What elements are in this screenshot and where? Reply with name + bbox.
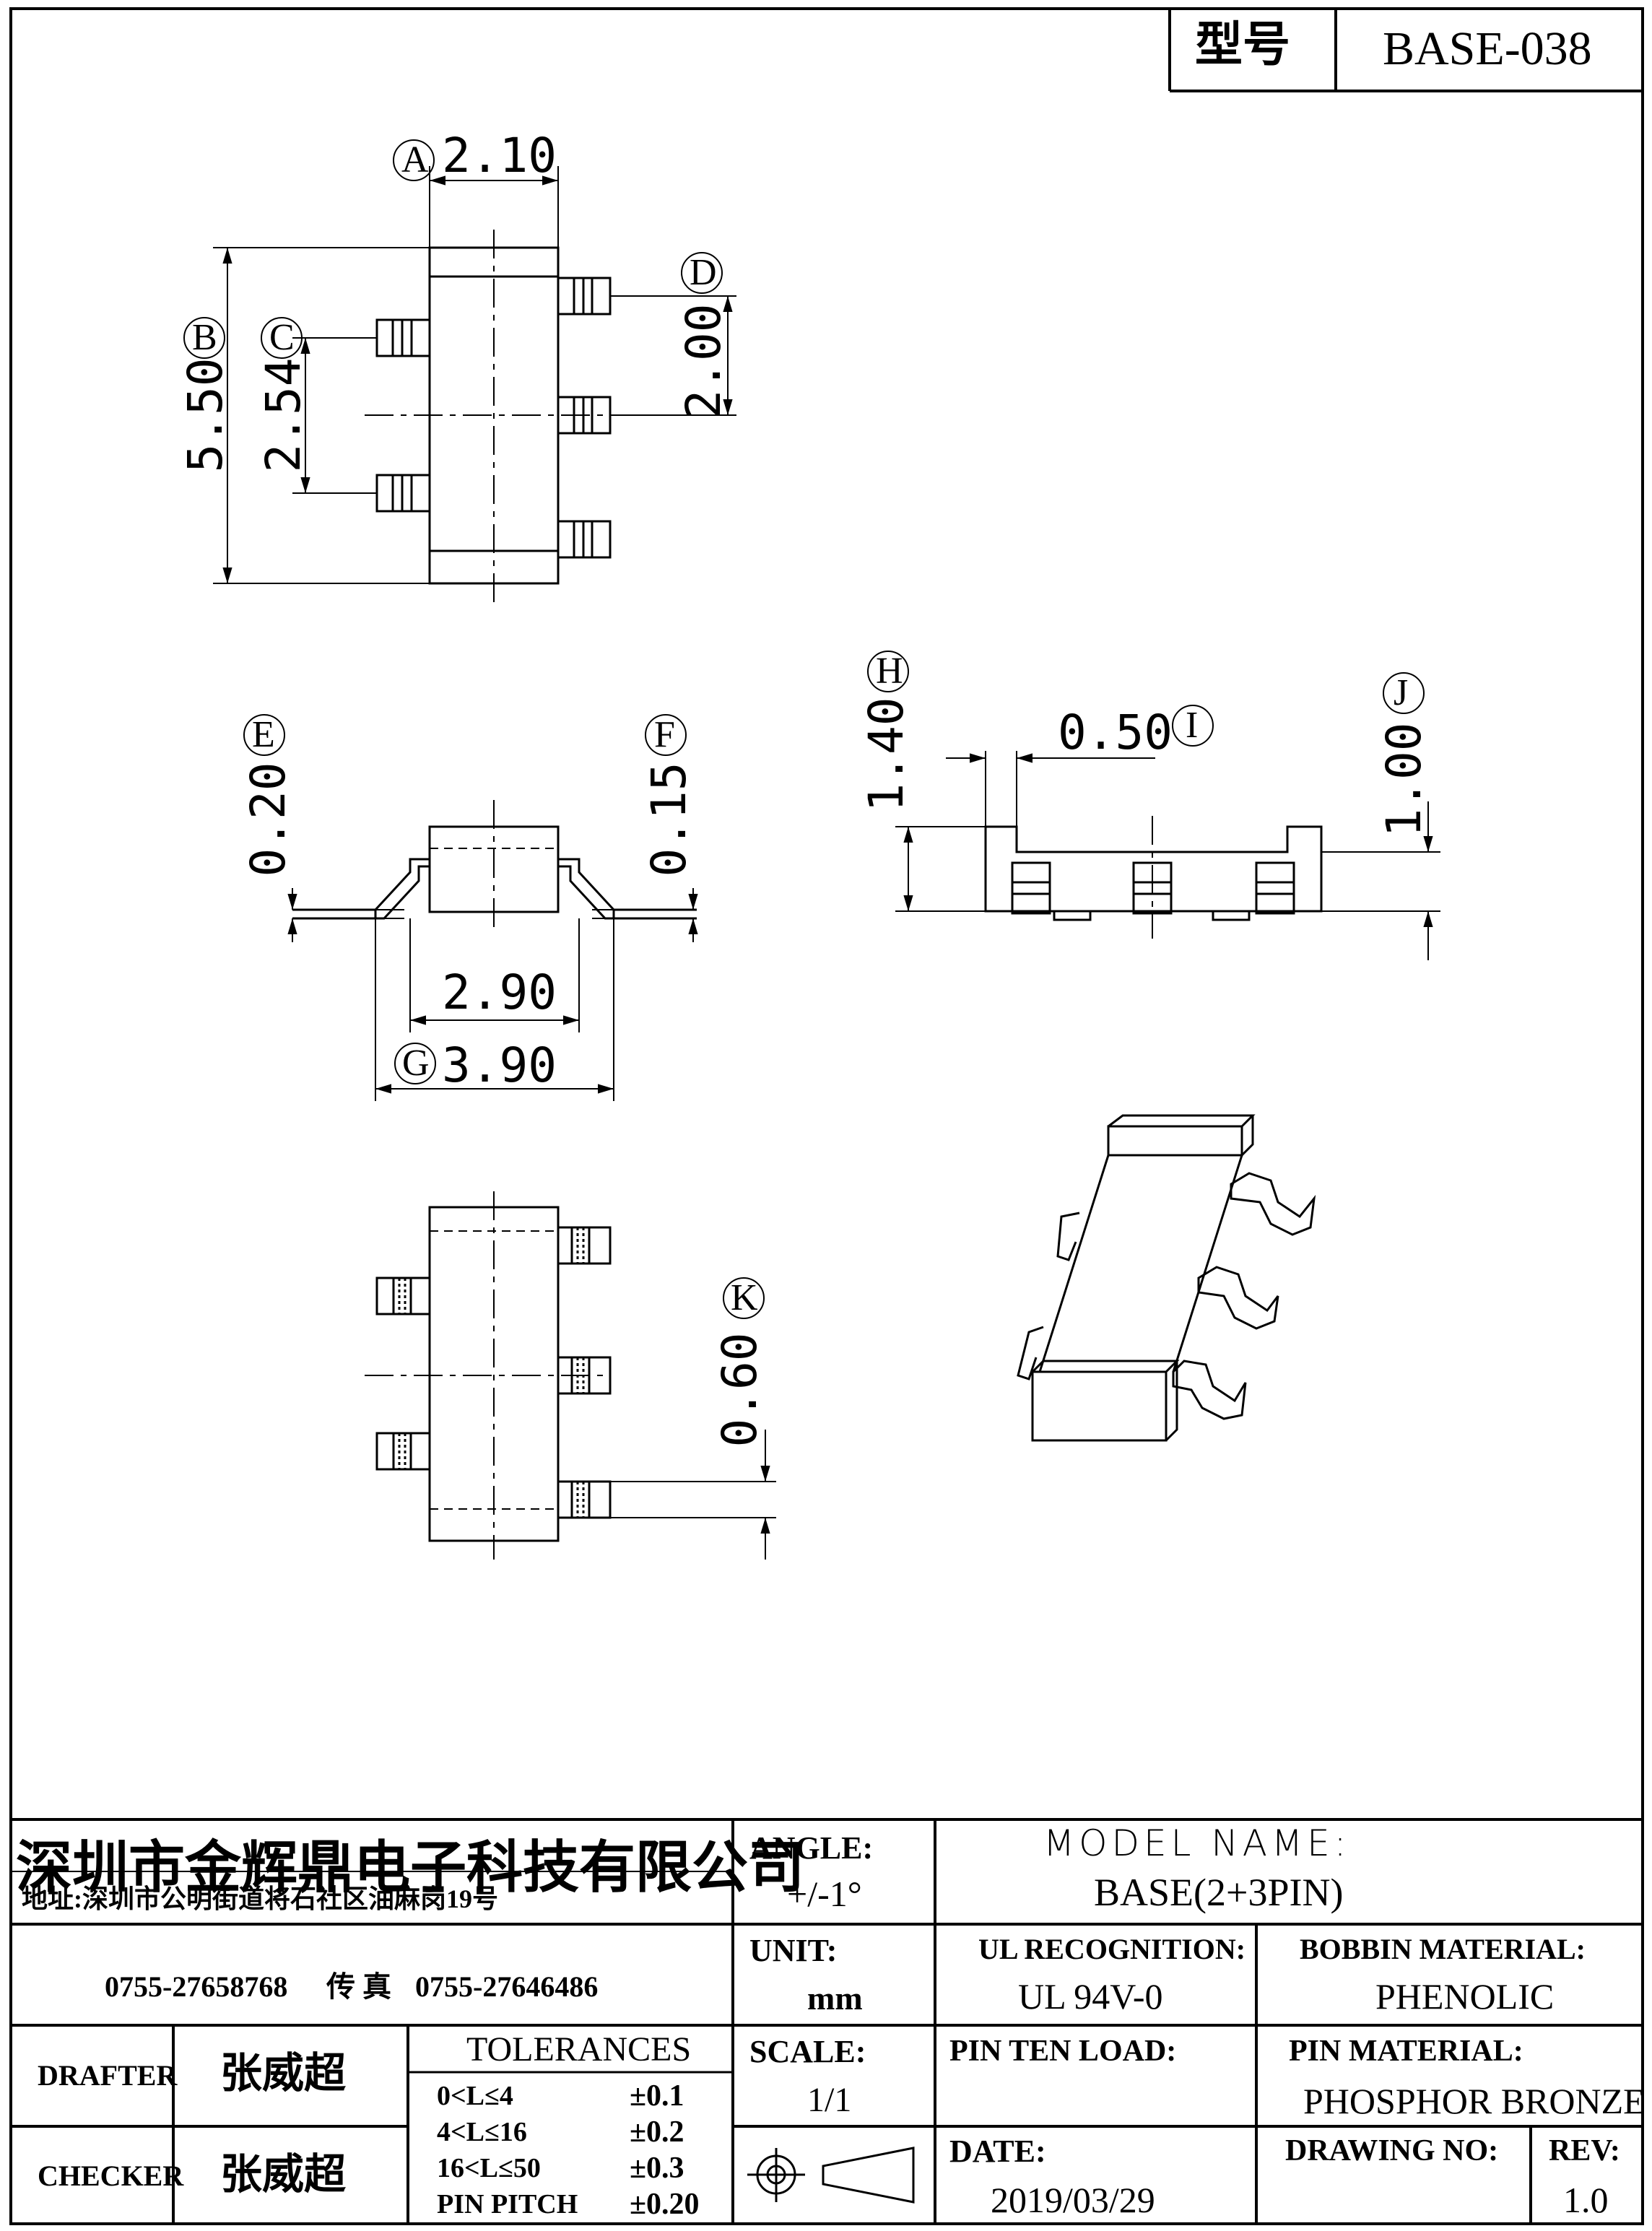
dim-a: 2.10 (442, 128, 557, 183)
unit-label: UNIT: (749, 1933, 838, 1968)
marker-k: K (731, 1277, 758, 1318)
dim-c: 2.54 (256, 357, 311, 473)
marker-circle-c (261, 317, 303, 359)
marker-circle-j (1383, 672, 1425, 714)
marker-i: I (1186, 705, 1199, 746)
bobbin-value: PHENOLIC (1375, 1976, 1555, 2017)
marker-g: G (402, 1043, 430, 1084)
tolerance-value-1: ±0.1 (630, 2079, 684, 2113)
tolerance-range-4: PIN PITCH (437, 2189, 578, 2219)
model-value: BASE-038 (1383, 22, 1592, 75)
model-box (1168, 9, 1643, 92)
marker-circle-g (394, 1043, 436, 1084)
company-fax: 0755-27646486 (415, 1970, 599, 2003)
marker-j: J (1394, 672, 1409, 713)
rev-value: 1.0 (1563, 2180, 1609, 2220)
marker-d: D (690, 252, 717, 293)
date-label: DATE: (949, 2134, 1046, 2169)
rev-label: REV: (1549, 2134, 1620, 2167)
marker-a: A (401, 139, 429, 181)
checker-name: 张威超 (220, 2151, 347, 2198)
tolerance-range-3: 16<L≤50 (437, 2153, 541, 2183)
marker-circle-b (183, 317, 225, 359)
dim-g-inner: 2.90 (442, 965, 557, 1020)
scale-label: SCALE: (749, 2034, 866, 2069)
title-block-grid (11, 1818, 1643, 2224)
drafter-label: DRAFTER (38, 2059, 178, 2092)
model-name-label: MODEL NAME: (1043, 1822, 1351, 1864)
date-value: 2019/03/29 (991, 2180, 1155, 2220)
front-view (292, 800, 697, 931)
drawing-no-label: DRAWING NO: (1285, 2134, 1499, 2167)
company-name: 深圳市金辉鼎电子科技有限公司 (16, 1836, 805, 1899)
company-phone: 0755-27658768 (105, 1970, 288, 2003)
side-view (984, 816, 1323, 939)
unit-value: mm (807, 1980, 863, 2017)
marker-circle-k (723, 1277, 765, 1319)
dim-k: 0.60 (712, 1332, 768, 1448)
marker-c: C (269, 317, 295, 358)
isometric-view (1017, 1114, 1316, 1442)
marker-b: B (192, 317, 217, 358)
ul-value: UL 94V-0 (1018, 1976, 1163, 2017)
ul-label: UL RECOGNITION: (978, 1933, 1246, 1965)
marker-circle-h (867, 651, 909, 692)
pin-load-label: PIN TEN LOAD: (949, 2035, 1177, 2068)
drafter-name: 张威超 (220, 2050, 347, 2097)
tolerance-range-1: 0<L≤4 (437, 2081, 513, 2111)
marker-circle-f (645, 714, 687, 756)
top-view (365, 230, 612, 603)
model-label: 型号 (1195, 19, 1290, 71)
marker-circle-d (681, 252, 723, 294)
projection-symbol-icon (747, 2147, 915, 2204)
bottom-view (365, 1191, 612, 1560)
marker-f: F (654, 714, 675, 755)
angle-label: ANGLE: (749, 1830, 874, 1866)
marker-circle-e (243, 714, 285, 756)
dim-j: 1.00 (1376, 722, 1432, 838)
model-name-value: BASE(2+3PIN) (1094, 1871, 1344, 1914)
dim-d: 2.00 (676, 303, 731, 419)
pin-material-value: PHOSPHOR BRONZE (1303, 2081, 1646, 2121)
dim-h: 1.40 (858, 697, 914, 812)
angle-value: +/-1° (787, 1874, 862, 1914)
tolerance-value-4: ±0.20 (630, 2188, 700, 2221)
dim-b: 5.50 (178, 357, 233, 473)
tolerance-value-2: ±0.2 (630, 2115, 684, 2149)
marker-h: H (876, 651, 903, 692)
fax-label: 传 真 (326, 1970, 391, 2003)
pin-material-label: PIN MATERIAL: (1289, 2035, 1523, 2068)
marker-circle-i (1172, 705, 1214, 747)
bobbin-label: BOBBIN MATERIAL: (1300, 1933, 1586, 1965)
scale-value: 1/1 (807, 2081, 852, 2119)
marker-e: E (252, 714, 275, 755)
tolerances-title: TOLERANCES (466, 2030, 692, 2069)
tolerance-value-3: ±0.3 (630, 2152, 684, 2185)
dim-f: 0.15 (641, 762, 697, 877)
company-address: 地址:深圳市公明街道将石社区油麻岗19号 (22, 1884, 498, 1913)
marker-circle-a (393, 139, 435, 181)
checker-label: CHECKER (38, 2160, 184, 2192)
dim-g: 3.90 (442, 1038, 557, 1093)
tolerance-range-2: 4<L≤16 (437, 2117, 527, 2147)
drawing-frame (9, 7, 1644, 2225)
dim-e: 0.20 (240, 762, 296, 877)
dim-i: 0.50 (1058, 705, 1173, 760)
